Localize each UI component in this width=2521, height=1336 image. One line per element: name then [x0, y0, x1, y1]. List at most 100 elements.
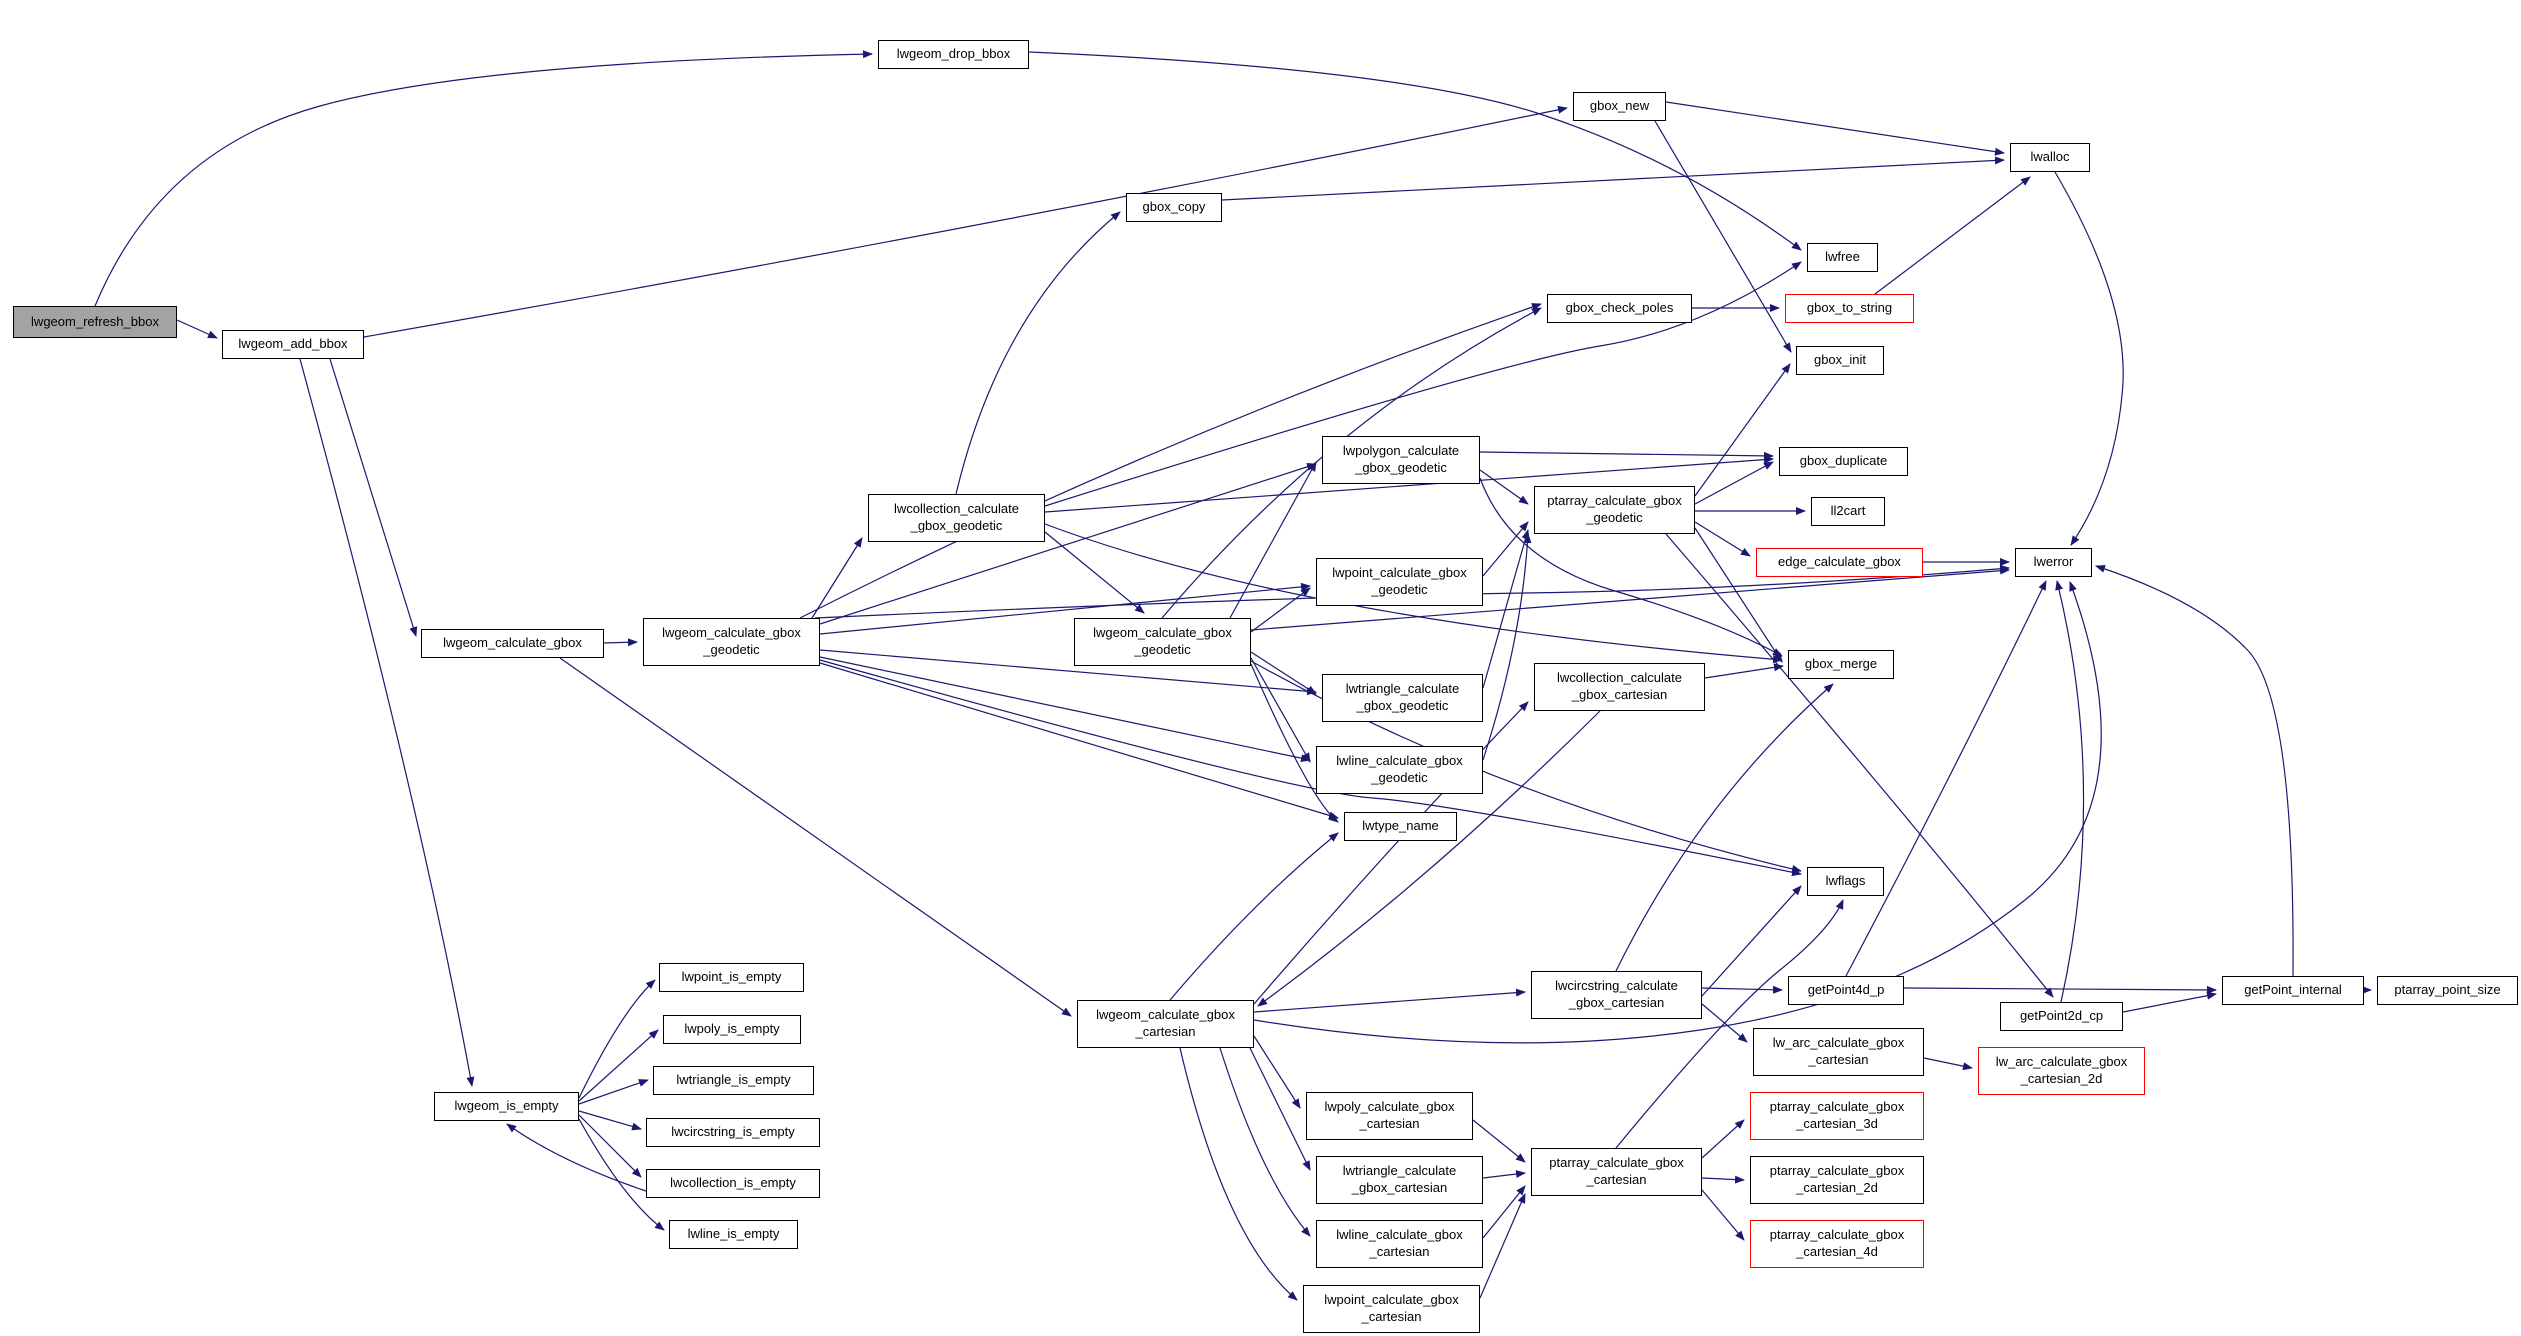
edge-lwgeom_is_empty--lwtriangle_is_empty — [578, 1079, 649, 1105]
edge-lwcollection_calculate_gbox_geodetic--gbox_duplicate — [1044, 455, 1774, 513]
node-lwcollection_calculate_gbox_cartesian[interactable]: lwcollection_calculate_gbox_cartesian — [1534, 663, 1705, 711]
edge-lwgeom_drop_bbox--lwfree — [1028, 51, 1802, 251]
node-lwgeom_calculate_gbox_cartesian[interactable]: lwgeom_calculate_gbox_cartesian — [1077, 1000, 1254, 1048]
node-lwline_calculate_gbox_cartesian[interactable]: lwline_calculate_gbox_cartesian — [1316, 1220, 1483, 1268]
edge-lwgeom_calculate_gbox_geodetic--lwpolygon_calculate_gbox_geodetic — [819, 462, 1317, 625]
node-gbox_check_poles[interactable]: gbox_check_poles — [1547, 294, 1692, 323]
node-ptarray_calculate_gbox_cartesian_2d[interactable]: ptarray_calculate_gbox_cartesian_2d — [1750, 1156, 1924, 1204]
node-label: lwgeom_add_bbox — [238, 336, 348, 352]
node-label: gbox_new — [1589, 98, 1650, 114]
node-lwtriangle_is_empty[interactable]: lwtriangle_is_empty — [653, 1066, 814, 1095]
node-lwtriangle_calculate_gbox_geodetic[interactable]: lwtriangle_calculate_gbox_geodetic — [1322, 674, 1483, 722]
node-label: lwcircstring_calculate — [1555, 978, 1678, 994]
edge-lwgeom_calculate_gbox_geodetic--gbox_check_poles — [799, 303, 1542, 619]
node-ptarray_calculate_gbox_cartesian[interactable]: ptarray_calculate_gbox_cartesian — [1531, 1148, 1702, 1196]
node-gbox_new[interactable]: gbox_new — [1573, 92, 1666, 121]
node-lwgeom_drop_bbox[interactable]: lwgeom_drop_bbox — [878, 40, 1029, 69]
node-lwpoly_is_empty[interactable]: lwpoly_is_empty — [663, 1015, 801, 1044]
node-label: lwtype_name — [1362, 818, 1439, 834]
node-lwpolygon_calculate_gbox_geodetic[interactable]: lwpolygon_calculate_gbox_geodetic — [1322, 436, 1480, 484]
edge-lwcircstring_calculate_gbox_cartesian--gbox_merge — [1615, 683, 1834, 972]
edge-lwgeom_calculate_gbox_cartesian--lwtriangle_calculate_gbox_cartesian — [1249, 1047, 1311, 1171]
node-label: lwline_calculate_gbox — [1336, 1227, 1463, 1243]
node-label: lwgeom_calculate_gbox — [1093, 625, 1232, 641]
node-lwtriangle_calculate_gbox_cartesian[interactable]: lwtriangle_calculate_gbox_cartesian — [1316, 1156, 1483, 1204]
node-lwgeom_calculate_gbox_geodetic[interactable]: lwgeom_calculate_gbox_geodetic — [643, 618, 820, 666]
node-label: _gbox_geodetic — [1356, 698, 1449, 713]
node-edge_calculate_gbox[interactable]: edge_calculate_gbox — [1756, 548, 1923, 577]
node-label: _gbox_cartesian — [1571, 687, 1668, 702]
edge-lwgeom_calculate_gbox_geodetic--lwtriangle_calculate_gbox_geodetic — [819, 649, 1317, 696]
node-lwgeom_add_bbox[interactable]: lwgeom_add_bbox — [222, 330, 364, 359]
node-label: _cartesian — [1586, 1172, 1647, 1187]
node-label: lwgeom_calculate_gbox — [662, 625, 801, 641]
edge-lwgeom_calculate_gbox_geodetic_b--lwpolygon_calculate_gbox_geodetic — [1229, 461, 1317, 619]
node-label: gbox_init — [1813, 352, 1867, 368]
node-lwpoint_calculate_gbox_cartesian[interactable]: lwpoint_calculate_gbox_cartesian — [1303, 1285, 1480, 1333]
node-getPoint4d_p[interactable]: getPoint4d_p — [1788, 976, 1904, 1005]
node-ptarray_calculate_gbox_cartesian_3d[interactable]: ptarray_calculate_gbox_cartesian_3d — [1750, 1092, 1924, 1140]
edge-lw_arc_calculate_gbox_cartesian--lw_arc_calculate_gbox_cartesian_2d — [1923, 1057, 1973, 1071]
edge-lwgeom_calculate_gbox_geodetic_b--lwpoint_calculate_gbox_geodetic — [1250, 587, 1311, 633]
edge-ptarray_calculate_gbox_cartesian--ptarray_calculate_gbox_cartesian_2d — [1701, 1175, 1745, 1184]
node-lwcollection_calculate_gbox_geodetic[interactable]: lwcollection_calculate_gbox_geodetic — [868, 494, 1045, 542]
node-ptarray_point_size[interactable]: ptarray_point_size — [2377, 976, 2518, 1005]
node-lw_arc_calculate_gbox_cartesian_2d[interactable]: lw_arc_calculate_gbox_cartesian_2d — [1978, 1047, 2145, 1095]
node-label: ptarray_calculate_gbox — [1769, 1163, 1905, 1179]
edge-lwgeom_calculate_gbox_geodetic_b--lwflags — [1250, 660, 1802, 873]
edge-lwgeom_calculate_gbox_cartesian--lwcollection_calculate_gbox_cartesian — [1253, 701, 1529, 1005]
node-label: _cartesian_4d — [1796, 1244, 1878, 1259]
edge-lwgeom_add_bbox--lwgeom_is_empty — [299, 358, 475, 1087]
node-lwpoint_calculate_gbox_geodetic[interactable]: lwpoint_calculate_gbox_geodetic — [1316, 558, 1483, 606]
node-lwline_is_empty[interactable]: lwline_is_empty — [669, 1220, 798, 1249]
node-lwgeom_calculate_gbox_geodetic_b[interactable]: lwgeom_calculate_gbox_geodetic — [1074, 618, 1251, 666]
edge-lwgeom_calculate_gbox--lwgeom_calculate_gbox_cartesian — [559, 657, 1072, 1017]
node-getPoint2d_cp[interactable]: getPoint2d_cp — [2000, 1002, 2123, 1031]
node-gbox_init[interactable]: gbox_init — [1796, 346, 1884, 375]
node-lwcollection_is_empty[interactable]: lwcollection_is_empty — [646, 1169, 820, 1198]
node-gbox_duplicate[interactable]: gbox_duplicate — [1779, 447, 1908, 476]
node-lwcircstring_is_empty[interactable]: lwcircstring_is_empty — [646, 1118, 820, 1147]
edge-ptarray_calculate_gbox_geodetic--getPoint2d_cp — [1665, 533, 2054, 998]
node-lwflags[interactable]: lwflags — [1807, 867, 1884, 896]
node-gbox_to_string[interactable]: gbox_to_string — [1785, 294, 1914, 323]
node-label: _gbox_geodetic — [1355, 460, 1447, 475]
edge-gbox_new--lwalloc — [1665, 101, 2005, 156]
node-label: lwpoint_is_empty — [681, 969, 782, 985]
node-label: _cartesian — [1135, 1024, 1196, 1039]
node-lwgeom_refresh_bbox: lwgeom_refresh_bbox — [13, 306, 177, 338]
node-label: _cartesian — [1369, 1244, 1430, 1259]
node-lw_arc_calculate_gbox_cartesian[interactable]: lw_arc_calculate_gbox_cartesian — [1753, 1028, 1924, 1076]
node-lwpoly_calculate_gbox_cartesian[interactable]: lwpoly_calculate_gbox_cartesian — [1306, 1092, 1473, 1140]
node-label: lwgeom_refresh_bbox — [31, 313, 159, 329]
node-ptarray_calculate_gbox_geodetic[interactable]: ptarray_calculate_gbox_geodetic — [1534, 486, 1695, 534]
node-gbox_merge[interactable]: gbox_merge — [1788, 650, 1894, 679]
edge-lwgeom_calculate_gbox_cartesian--lwline_calculate_gbox_cartesian — [1219, 1047, 1311, 1237]
node-ptarray_calculate_gbox_cartesian_4d[interactable]: ptarray_calculate_gbox_cartesian_4d — [1750, 1220, 1924, 1268]
node-getPoint_internal[interactable]: getPoint_internal — [2222, 976, 2364, 1005]
node-label: _cartesian_2d — [1796, 1180, 1878, 1195]
edge-lwgeom_is_empty--lwcircstring_is_empty — [578, 1110, 642, 1131]
node-label: lwpoint_calculate_gbox — [1324, 1292, 1459, 1308]
edge-lwgeom_calculate_gbox_cartesian--lwpoint_calculate_gbox_cartesian — [1179, 1047, 1298, 1301]
node-lwfree[interactable]: lwfree — [1807, 243, 1878, 272]
node-label: gbox_to_string — [1806, 300, 1893, 316]
edge-lwcollection_is_empty--lwgeom_is_empty — [506, 1123, 647, 1192]
edge-lwgeom_calculate_gbox_geodetic--lwpoint_calculate_gbox_geodetic — [819, 582, 1311, 635]
node-lwline_calculate_gbox_geodetic[interactable]: lwline_calculate_gbox_geodetic — [1316, 746, 1483, 794]
node-lwalloc[interactable]: lwalloc — [2010, 143, 2090, 172]
edge-ptarray_calculate_gbox_geodetic--gbox_merge — [1694, 527, 1783, 663]
node-lwpoint_is_empty[interactable]: lwpoint_is_empty — [659, 963, 804, 992]
edge-lwgeom_add_bbox--lwgeom_calculate_gbox — [329, 358, 418, 637]
node-lwgeom_calculate_gbox[interactable]: lwgeom_calculate_gbox — [421, 629, 604, 658]
node-ll2cart[interactable]: ll2cart — [1811, 497, 1885, 526]
node-lwerror[interactable]: lwerror — [2015, 548, 2092, 577]
node-gbox_copy[interactable]: gbox_copy — [1126, 193, 1222, 222]
node-label: getPoint4d_p — [1807, 982, 1885, 998]
node-lwtype_name[interactable]: lwtype_name — [1344, 812, 1457, 841]
node-lwgeom_is_empty[interactable]: lwgeom_is_empty — [434, 1092, 579, 1121]
node-label: lwpoint_calculate_gbox — [1332, 565, 1467, 581]
edge-lwgeom_refresh_bbox--lwgeom_add_bbox — [176, 319, 218, 339]
node-lwcircstring_calculate_gbox_cartesian[interactable]: lwcircstring_calculate_gbox_cartesian — [1531, 971, 1702, 1019]
